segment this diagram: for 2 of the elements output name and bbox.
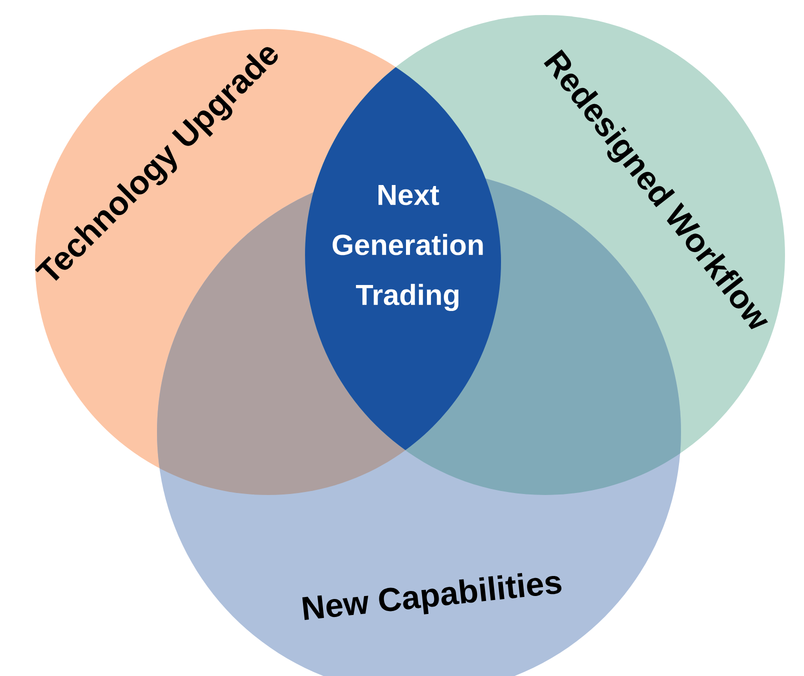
circle-label: New Capabilities <box>302 573 562 620</box>
center-lens: Next Generation Trading <box>305 67 501 450</box>
